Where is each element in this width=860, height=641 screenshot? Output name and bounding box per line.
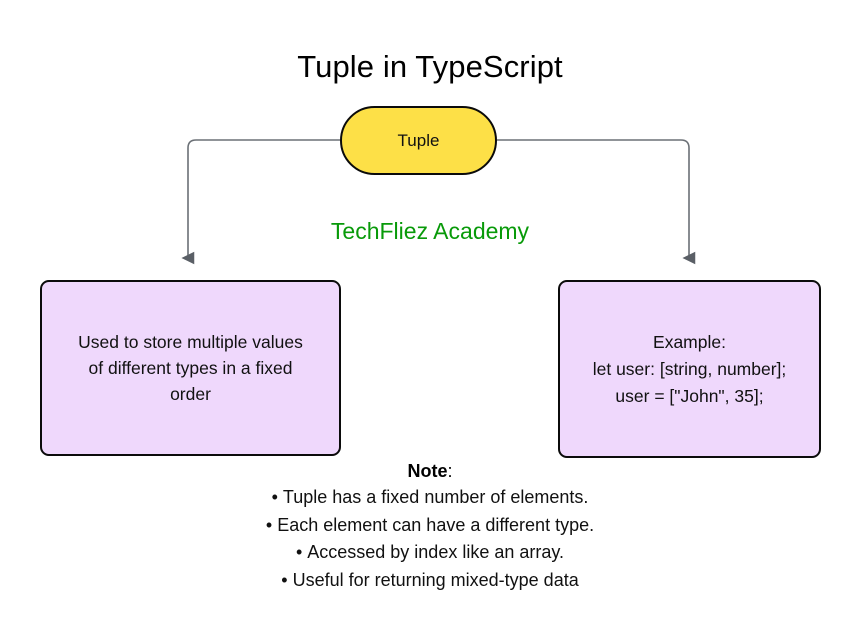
brand-watermark: TechFliez Academy (330, 218, 530, 244)
node-example-line-2: let user: [string, number]; (592, 358, 787, 379)
node-example-line-3: user = ["John", 35]; (615, 385, 764, 406)
note-item: Accessed by index like an array. (0, 539, 860, 567)
note-item: Each element can have a different type. (0, 512, 860, 540)
node-tuple-label: Tuple (397, 130, 440, 150)
note-item: Tuple has a fixed number of elements. (0, 484, 860, 512)
notes-heading: Note: (0, 458, 860, 484)
node-example[interactable]: Example: let user: [string, number]; use… (558, 280, 821, 458)
notes-heading-suffix: : (447, 461, 453, 481)
notes-heading-word: Note (407, 461, 448, 481)
node-definition-line-2: of different types in a fixed (88, 358, 293, 378)
node-example-line-1: Example: (653, 331, 726, 352)
node-tuple[interactable]: Tuple (340, 106, 497, 175)
node-definition-line-3: order (170, 384, 211, 404)
notes-section: Note: Tuple has a fixed number of elemen… (0, 458, 860, 594)
note-item: Useful for returning mixed-type data (0, 567, 860, 595)
node-example-text: Example: let user: [string, number]; use… (579, 329, 801, 410)
node-definition[interactable]: Used to store multiple values of differe… (40, 280, 341, 456)
node-definition-text: Used to store multiple values of differe… (64, 329, 317, 407)
page-title: Tuple in TypeScript (297, 49, 563, 84)
notes-list: Tuple has a fixed number of elements. Ea… (0, 484, 860, 594)
node-definition-line-1: Used to store multiple values (78, 332, 303, 352)
